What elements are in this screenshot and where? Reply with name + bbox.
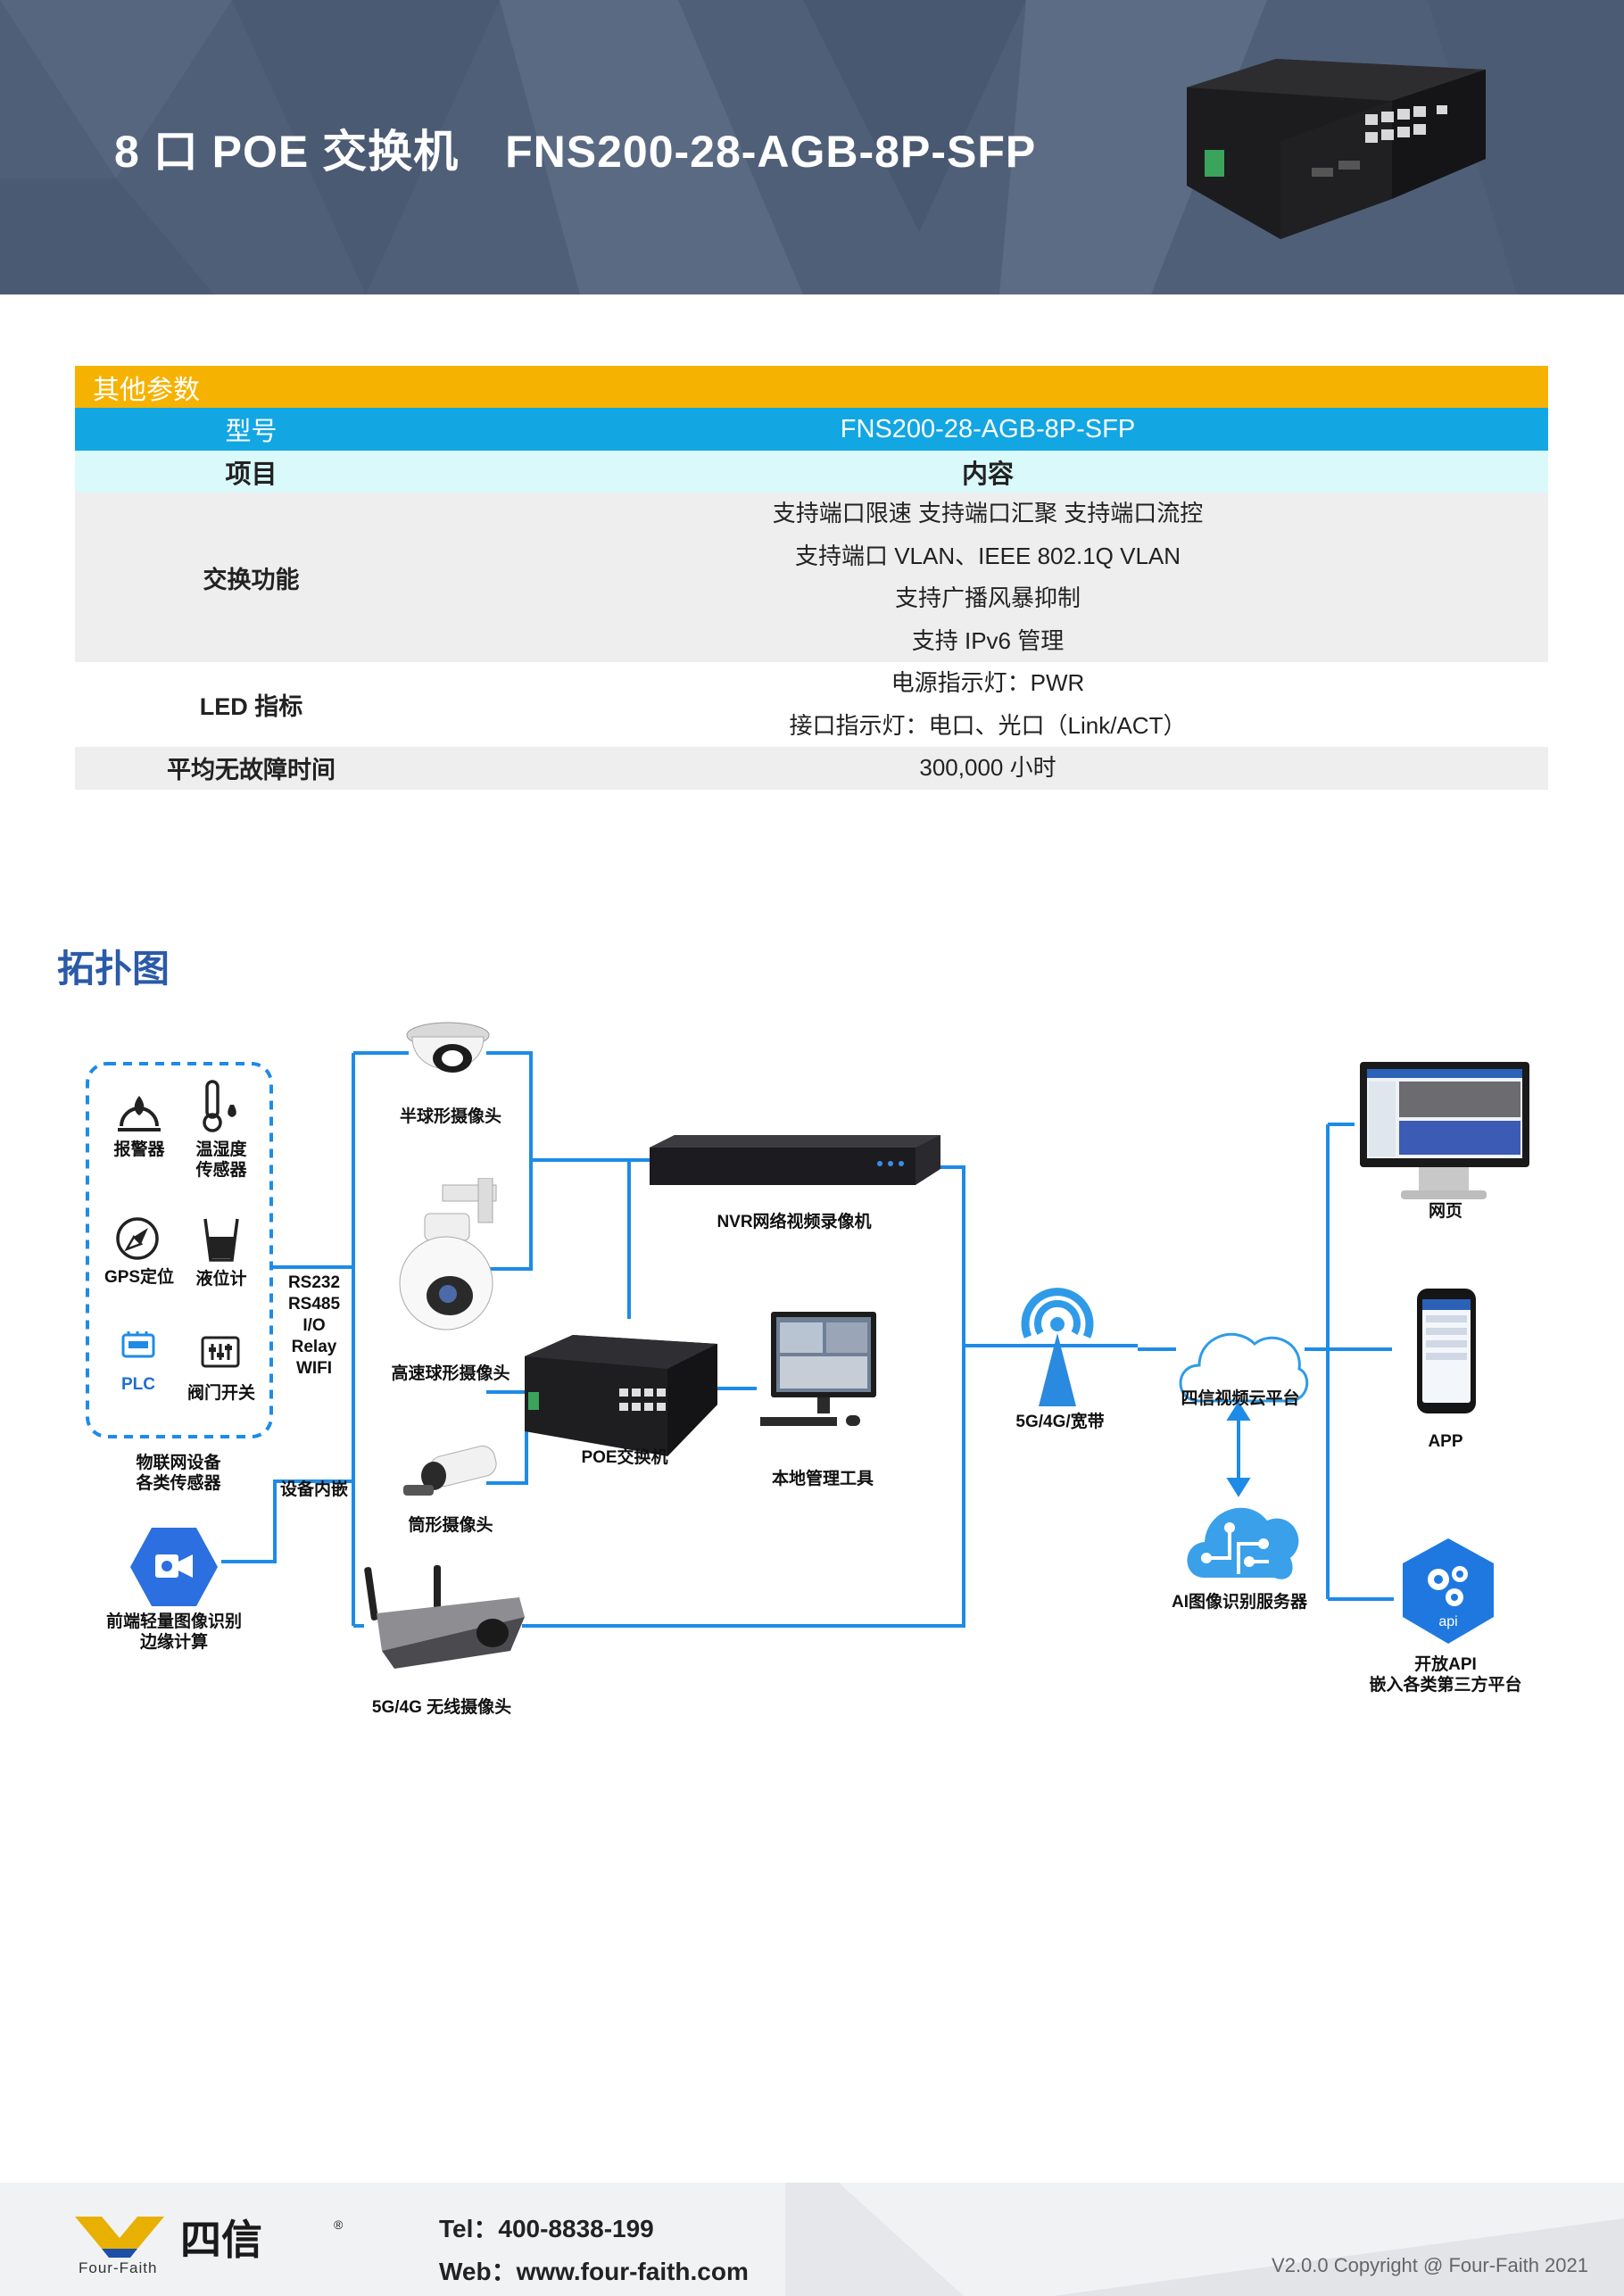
logo-subtitle: Four-Faith [79, 2259, 158, 2276]
table-row: LED 指标 电源指示灯：PWR 接口指示灯：电口、光口（Link/ACT） [75, 662, 1548, 747]
edge-ai-camera-icon [130, 1528, 218, 1606]
contact-info: Tel：400-8838-199 Web：www.four-faith.com [439, 2208, 749, 2293]
table-row: 交换功能 支持端口限速 支持端口汇聚 支持端口流控 支持端口 VLAN、IEEE… [75, 493, 1548, 662]
web-monitor-icon [1360, 1062, 1529, 1199]
speed-dome-label: 高速球形摄像头 [391, 1364, 510, 1383]
ai-server-icon [1187, 1507, 1299, 1579]
local-management-monitor-icon [760, 1312, 876, 1426]
copyright: V2.0.0 Copyright @ Four-Faith 2021 [1272, 2254, 1588, 2276]
model-label: 型号 [225, 418, 278, 446]
api-icon: api [1403, 1538, 1494, 1644]
col-content-header: 内容 [961, 460, 1014, 489]
bullet-camera-icon [403, 1446, 497, 1496]
smartphone-icon [1417, 1289, 1476, 1413]
webpage-label: 网页 [1428, 1202, 1462, 1221]
wireless-camera-label: 5G/4G 无线摄像头 [371, 1698, 512, 1717]
product-model: FNS200-28-AGB-8P-SFP [505, 127, 1037, 177]
speed-dome-camera-icon [399, 1178, 497, 1330]
thermometer-icon [203, 1080, 236, 1132]
spec-table: 其他参数 型号 FNS200-28-AGB-8P-SFP 项目 内容 交换功能 … [75, 366, 1548, 790]
valve-switch-icon [201, 1336, 240, 1368]
switch-product-image [1187, 59, 1486, 239]
model-row: 型号 FNS200-28-AGB-8P-SFP [75, 408, 1548, 451]
header-banner: 8 口 POE 交换机 FNS200-28-AGB-8P-SFP [0, 0, 1624, 294]
footer: 四信 ® Four-Faith Tel：400-8838-199 Web：www… [0, 2183, 1624, 2296]
app-label: APP [1428, 1432, 1463, 1451]
logo-text: 四信 [180, 2216, 262, 2263]
table-header-row: 项目 内容 [75, 451, 1548, 493]
col-item-header: 项目 [225, 460, 278, 489]
wireless-tower-icon [1021, 1288, 1094, 1406]
topology-lines [86, 1051, 1394, 1628]
wan-label: 5G/4G/宽带 [1015, 1413, 1105, 1431]
row-line: 电源指示灯：PWR [891, 669, 1085, 696]
bullet-camera-label: 筒形摄像头 [408, 1516, 493, 1535]
website-link[interactable]: Web：www.four-faith.com [439, 2258, 749, 2285]
temp-sensor-label: 温湿度传感器 [195, 1140, 247, 1180]
poe-switch-label: POE交换机 [581, 1448, 668, 1467]
four-faith-logo: 四信 ® [75, 2216, 344, 2263]
plc-icon [121, 1331, 155, 1358]
wireless-camera-icon [364, 1565, 525, 1669]
model-value: FNS200-28-AGB-8P-SFP [840, 414, 1136, 443]
row-name: 交换功能 [203, 566, 300, 593]
table-row: 平均无故障时间 300,000 小时 [75, 747, 1548, 790]
row-line: 支持端口限速 支持端口汇聚 支持端口流控 [772, 500, 1204, 526]
tel: Tel：400-8838-199 [439, 2215, 654, 2242]
dome-camera-icon [406, 1022, 490, 1073]
compass-icon [116, 1217, 159, 1260]
nvr-label: NVR网络视频录像机 [717, 1213, 872, 1231]
interface-labels: RS232 RS485 I/O Relay WIFI [287, 1273, 341, 1378]
row-line: 300,000 小时 [919, 754, 1056, 781]
api-icon-text: api [1438, 1614, 1457, 1629]
cloud-platform-label: 四信视频云平台 [1181, 1389, 1300, 1408]
row-name: 平均无故障时间 [167, 757, 336, 784]
row-line: 支持 IPv6 管理 [911, 626, 1065, 654]
liquid-level-icon [203, 1218, 239, 1262]
row-line: 接口指示灯：电口、光口（Link/ACT） [789, 711, 1187, 739]
local-tool-label: 本地管理工具 [771, 1470, 874, 1488]
edge-computing-label: 前端轻量图像识别边缘计算 [105, 1612, 242, 1652]
topology-title: 拓扑图 [57, 948, 170, 990]
svg-text:®: ® [334, 2217, 344, 2232]
valve-label: 阀门开关 [186, 1384, 255, 1403]
alarm-icon [118, 1096, 161, 1131]
dome-camera-label: 半球形摄像头 [399, 1107, 501, 1126]
nvr-device-icon [650, 1135, 940, 1185]
gps-label: GPS定位 [104, 1268, 175, 1287]
plc-label: PLC [121, 1375, 155, 1394]
iot-devices-label: 物联网设备各类传感器 [136, 1454, 221, 1493]
poe-switch-icon [525, 1335, 717, 1456]
ai-server-label: AI图像识别服务器 [1171, 1593, 1307, 1612]
embedded-label: 设备内嵌 [279, 1480, 348, 1499]
row-line: 支持广播风暴抑制 [894, 584, 1081, 611]
product-name: 8 口 POE 交换机 [114, 127, 460, 177]
spec-section-title: 其他参数 [75, 366, 1548, 408]
alarm-label: 报警器 [113, 1140, 165, 1159]
topology-diagram: 报警器 温湿度传感器 GPS定位 液位计 PLC 阀门开关 物联网设备各类传感器… [0, 999, 1624, 1731]
cloud-icon [1179, 1332, 1309, 1403]
liquid-level-label: 液位计 [195, 1270, 247, 1289]
row-line: 支持端口 VLAN、IEEE 802.1Q VLAN [794, 542, 1181, 569]
row-name: LED 指标 [199, 693, 303, 720]
page-title: 8 口 POE 交换机 FNS200-28-AGB-8P-SFP [114, 116, 1036, 180]
footer-decoration [785, 2183, 1624, 2296]
